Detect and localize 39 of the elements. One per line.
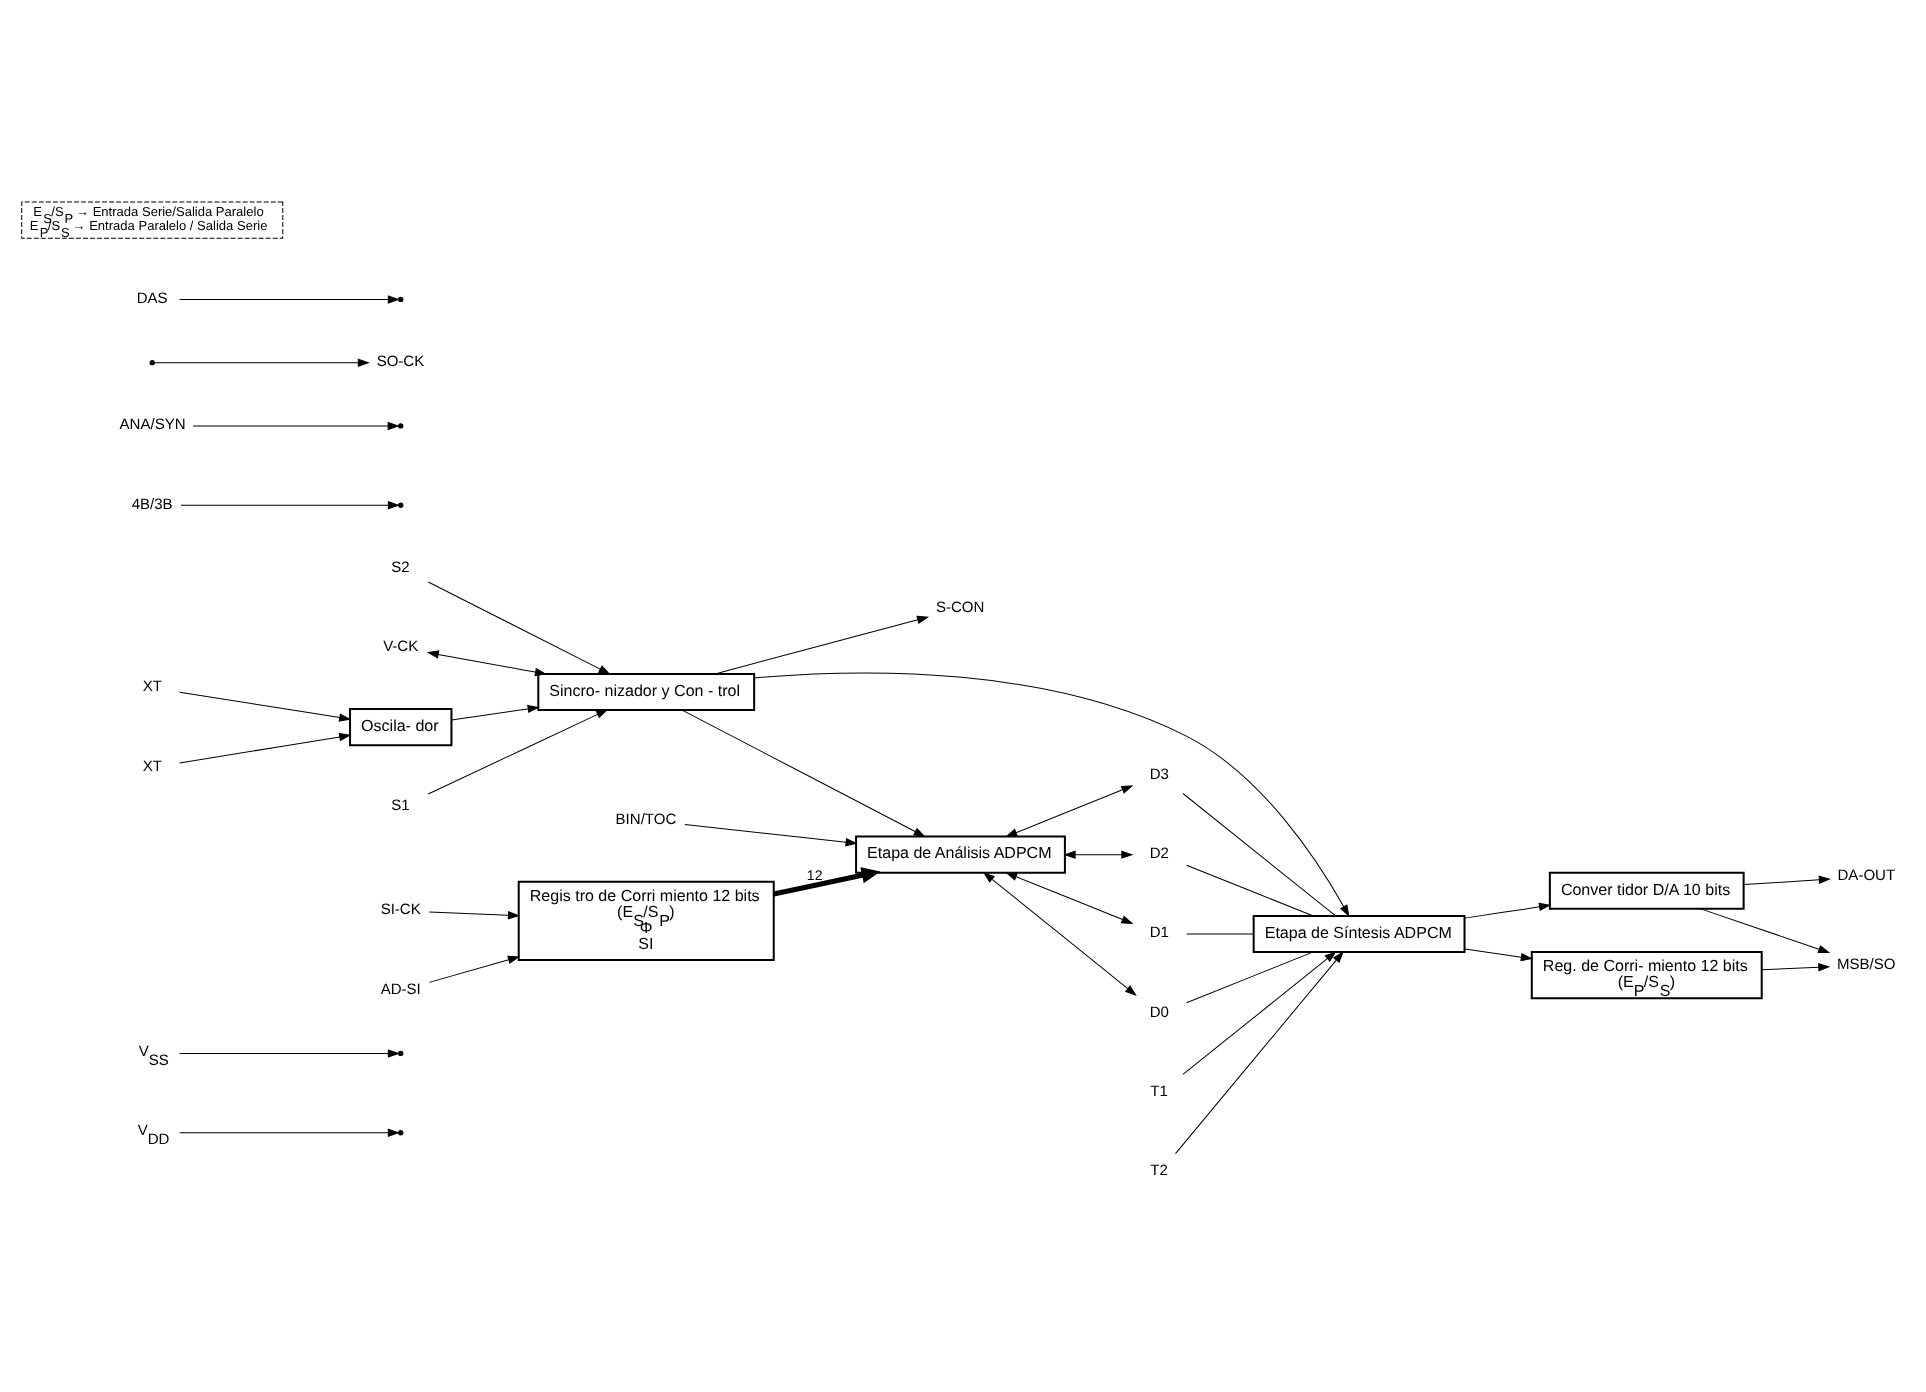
connector [1182, 793, 1336, 917]
arrow [773, 867, 881, 897]
arrow [1064, 850, 1133, 859]
node-box: Etapa de Síntesis ADPCM [1252, 914, 1466, 954]
node-box: Conver tidor D/A 10 bits [1548, 871, 1745, 910]
arrow [428, 911, 519, 920]
node-box: Etapa de Análisis ADPCM [855, 835, 1066, 874]
arrow [179, 732, 351, 764]
arrow [1182, 951, 1336, 1075]
arrow [179, 691, 351, 722]
arrow [179, 295, 399, 304]
arrow [179, 1128, 399, 1137]
arrow [1464, 902, 1551, 919]
arrow [714, 615, 929, 675]
arrow [684, 824, 857, 847]
arrow [753, 672, 1350, 917]
connector [1186, 951, 1314, 1004]
arrow [427, 650, 546, 677]
arrow [1464, 948, 1532, 962]
node-box: Sincro- nizador y Con - trol [537, 672, 756, 712]
arrow [180, 501, 399, 510]
arrow [192, 421, 399, 430]
node-box: Oscila- dor [349, 708, 453, 747]
arrow [154, 358, 369, 367]
arrow [681, 709, 925, 837]
arrow [428, 955, 519, 983]
connector [1186, 864, 1314, 917]
arrow [427, 709, 608, 795]
arrow [1743, 875, 1830, 886]
connector [1186, 933, 1254, 935]
arrow [1761, 963, 1830, 972]
arrow [1006, 872, 1133, 924]
arrow [179, 1049, 399, 1058]
arrow [1175, 951, 1344, 1155]
arrow [451, 704, 539, 721]
arrow [427, 581, 610, 675]
arrow [983, 872, 1137, 996]
arrow [1006, 785, 1133, 837]
arrow [1700, 908, 1830, 954]
